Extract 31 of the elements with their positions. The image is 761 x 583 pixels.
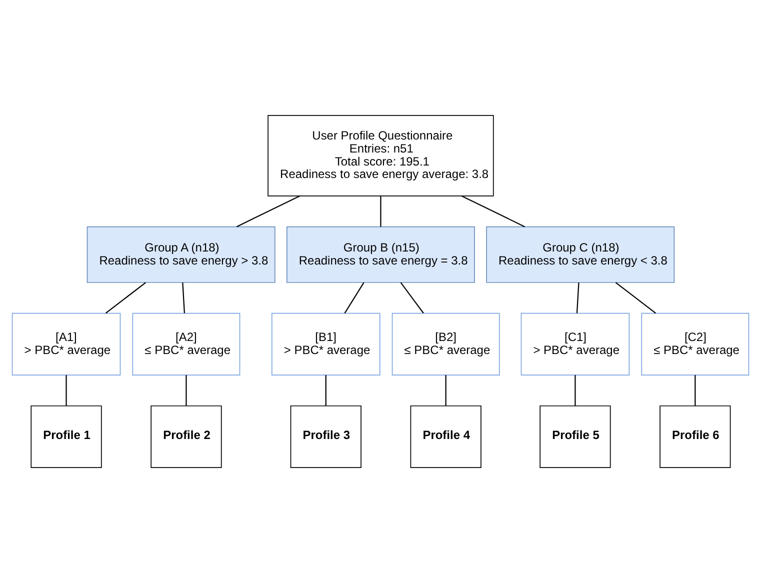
connector — [325, 375, 326, 406]
connector — [694, 375, 696, 406]
node-box: [C2] ≤ PBC* average — [641, 312, 750, 376]
connector — [380, 196, 382, 227]
node-box: User Profile Questionnaire Entries: n51 Total score: 195.1 Readiness to save energy average: 3.8 — [268, 115, 494, 196]
connector — [574, 375, 576, 406]
node-box: Group A (n18) Readiness to save energy > 3.8 — [86, 226, 276, 283]
node-box: [A2] ≤ PBC* average — [132, 312, 240, 376]
node-box: Group B (n15) Readiness to save energy = 3.8 — [286, 226, 475, 283]
connector — [236, 195, 300, 228]
connector — [400, 282, 424, 314]
node-box: Profile 4 — [410, 405, 482, 468]
node-box: Profile 6 — [660, 405, 731, 468]
connector — [615, 282, 656, 314]
node-box: Profile 2 — [150, 405, 222, 468]
node-box: [A1] > PBC* average — [12, 312, 121, 376]
node-box: Profile 1 — [30, 405, 102, 468]
node-box: [B2] ≤ PBC* average — [392, 312, 500, 376]
node-box: Group C (n18) Readiness to save energy < 3.8 — [486, 226, 675, 283]
connector — [576, 282, 580, 314]
connector — [182, 282, 186, 314]
node-box: [C1] > PBC* average — [520, 312, 630, 376]
connector — [445, 375, 446, 406]
connector — [344, 282, 364, 314]
node-box: Profile 3 — [290, 405, 362, 468]
connector — [105, 282, 146, 314]
connector — [66, 375, 67, 406]
node-box: Profile 5 — [540, 405, 611, 468]
connector — [186, 375, 187, 406]
connector — [461, 195, 525, 228]
node-box: [B1] > PBC* average — [271, 312, 380, 376]
